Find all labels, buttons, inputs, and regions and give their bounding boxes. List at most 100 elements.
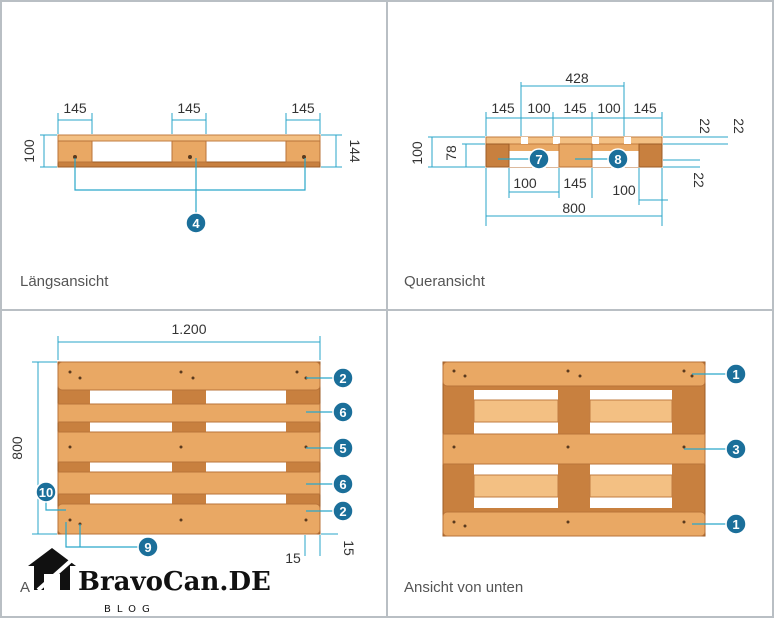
dim-label: 100 (513, 175, 537, 191)
dim-label: 145 (63, 100, 87, 116)
gap (206, 390, 286, 404)
panel-queransicht: 428 145 100 145 100 145 22 22 100 78 100… (404, 70, 747, 290)
callout-6-top: 6 (332, 401, 354, 423)
dim-label: 22 (691, 172, 707, 188)
nail (73, 155, 77, 159)
caption-laengsansicht: Längsansicht (20, 273, 109, 290)
deck-board-visible (589, 399, 673, 423)
nail (188, 155, 192, 159)
bottom-board (57, 161, 321, 168)
dim-label: 145 (563, 100, 587, 116)
callout-6-bottom: 6 (332, 473, 354, 495)
svg-text:6: 6 (339, 405, 346, 420)
callout-5: 5 (332, 437, 354, 459)
deck-board-visible (473, 474, 559, 498)
top-board-2b (57, 503, 321, 535)
callout-7: 7 (528, 148, 550, 170)
leader-line (74, 158, 306, 191)
callout-8: 8 (607, 148, 629, 170)
house-door-icon (44, 574, 60, 590)
watermark-sub: BLOG (104, 604, 156, 615)
callout-1-top: 1 (725, 363, 747, 385)
top-boards (485, 136, 663, 145)
dim-label: 100 (527, 100, 551, 116)
svg-text:1: 1 (732, 517, 739, 532)
nails (68, 370, 308, 526)
dim-label: 100 (21, 139, 37, 163)
gap (90, 390, 172, 404)
top-board-5 (57, 431, 321, 463)
dim-label: 22 (731, 118, 747, 134)
gap (206, 422, 286, 432)
svg-text:6: 6 (339, 477, 346, 492)
top-board-2 (57, 361, 321, 391)
callout-4: 4 (185, 212, 207, 234)
watermark-logo: BravoCan.DE BLOG (28, 548, 271, 615)
svg-text:2: 2 (339, 371, 346, 386)
dim-label: 15 (285, 550, 301, 566)
caption-aufsicht: A (20, 579, 30, 596)
fork-opening-right (206, 141, 286, 162)
top-board-6 (57, 403, 321, 423)
gap (206, 462, 286, 472)
dim-label: 145 (491, 100, 515, 116)
gap (90, 462, 172, 472)
block-right (638, 143, 663, 168)
svg-text:10: 10 (39, 485, 53, 500)
block-center (558, 143, 593, 168)
caption-ansicht-von-unten: Ansicht von unten (404, 579, 523, 596)
gap (90, 494, 172, 504)
dim-label: 145 (563, 175, 587, 191)
callout-2-top: 2 (332, 367, 354, 389)
callout-1-bottom: 1 (725, 513, 747, 535)
dim-label: 145 (633, 100, 657, 116)
dim-label: 78 (443, 145, 459, 161)
leader-line (65, 522, 138, 548)
gap (206, 494, 286, 504)
callout-2-bottom: 2 (332, 500, 354, 522)
svg-text:4: 4 (192, 216, 200, 231)
block-2 (171, 140, 207, 163)
svg-text:1: 1 (732, 367, 739, 382)
top-board (57, 134, 321, 142)
svg-text:9: 9 (144, 540, 151, 555)
dim-label: 15 (341, 540, 357, 556)
deck-board-visible (473, 399, 559, 423)
dim-label: 1.200 (171, 321, 206, 337)
svg-text:2: 2 (339, 504, 346, 519)
dim-label: 22 (697, 118, 713, 134)
dim-label: 144 (347, 139, 363, 163)
top-board-6b (57, 471, 321, 495)
panel-ansicht-von-unten: 1 3 1 Ansicht von unten (404, 361, 747, 596)
panel-laengsansicht: 145 145 145 100 144 4 Längsansicht (20, 100, 363, 290)
dim-label: 100 (612, 182, 636, 198)
caption-queransicht: Queransicht (404, 273, 486, 290)
svg-text:7: 7 (535, 152, 542, 167)
house-icon (28, 548, 76, 590)
bottom-board-3 (442, 433, 706, 465)
dim-label: 428 (565, 70, 589, 86)
board-gap (553, 137, 560, 144)
callout-9: 9 (137, 536, 159, 558)
svg-text:5: 5 (339, 441, 346, 456)
bottom-board-1 (442, 361, 706, 387)
callout-3: 3 (725, 438, 747, 460)
dim-label: 145 (291, 100, 315, 116)
dim-label: 100 (409, 141, 425, 165)
gap (90, 422, 172, 432)
block-3 (285, 140, 321, 163)
bottom-board-1b (442, 511, 706, 537)
panel-aufsicht: 1.200 800 15 15 2 6 5 6 2 (9, 321, 357, 596)
board-gap (521, 137, 528, 144)
board-gap (592, 137, 599, 144)
block-left (485, 143, 510, 168)
hammer-icon (36, 556, 76, 592)
callout-10: 10 (35, 481, 57, 503)
dim-label: 800 (562, 200, 586, 216)
board-gap (624, 137, 631, 144)
dim-label: 100 (597, 100, 621, 116)
deck-board-visible (589, 474, 673, 498)
nails-bottom (452, 369, 694, 528)
